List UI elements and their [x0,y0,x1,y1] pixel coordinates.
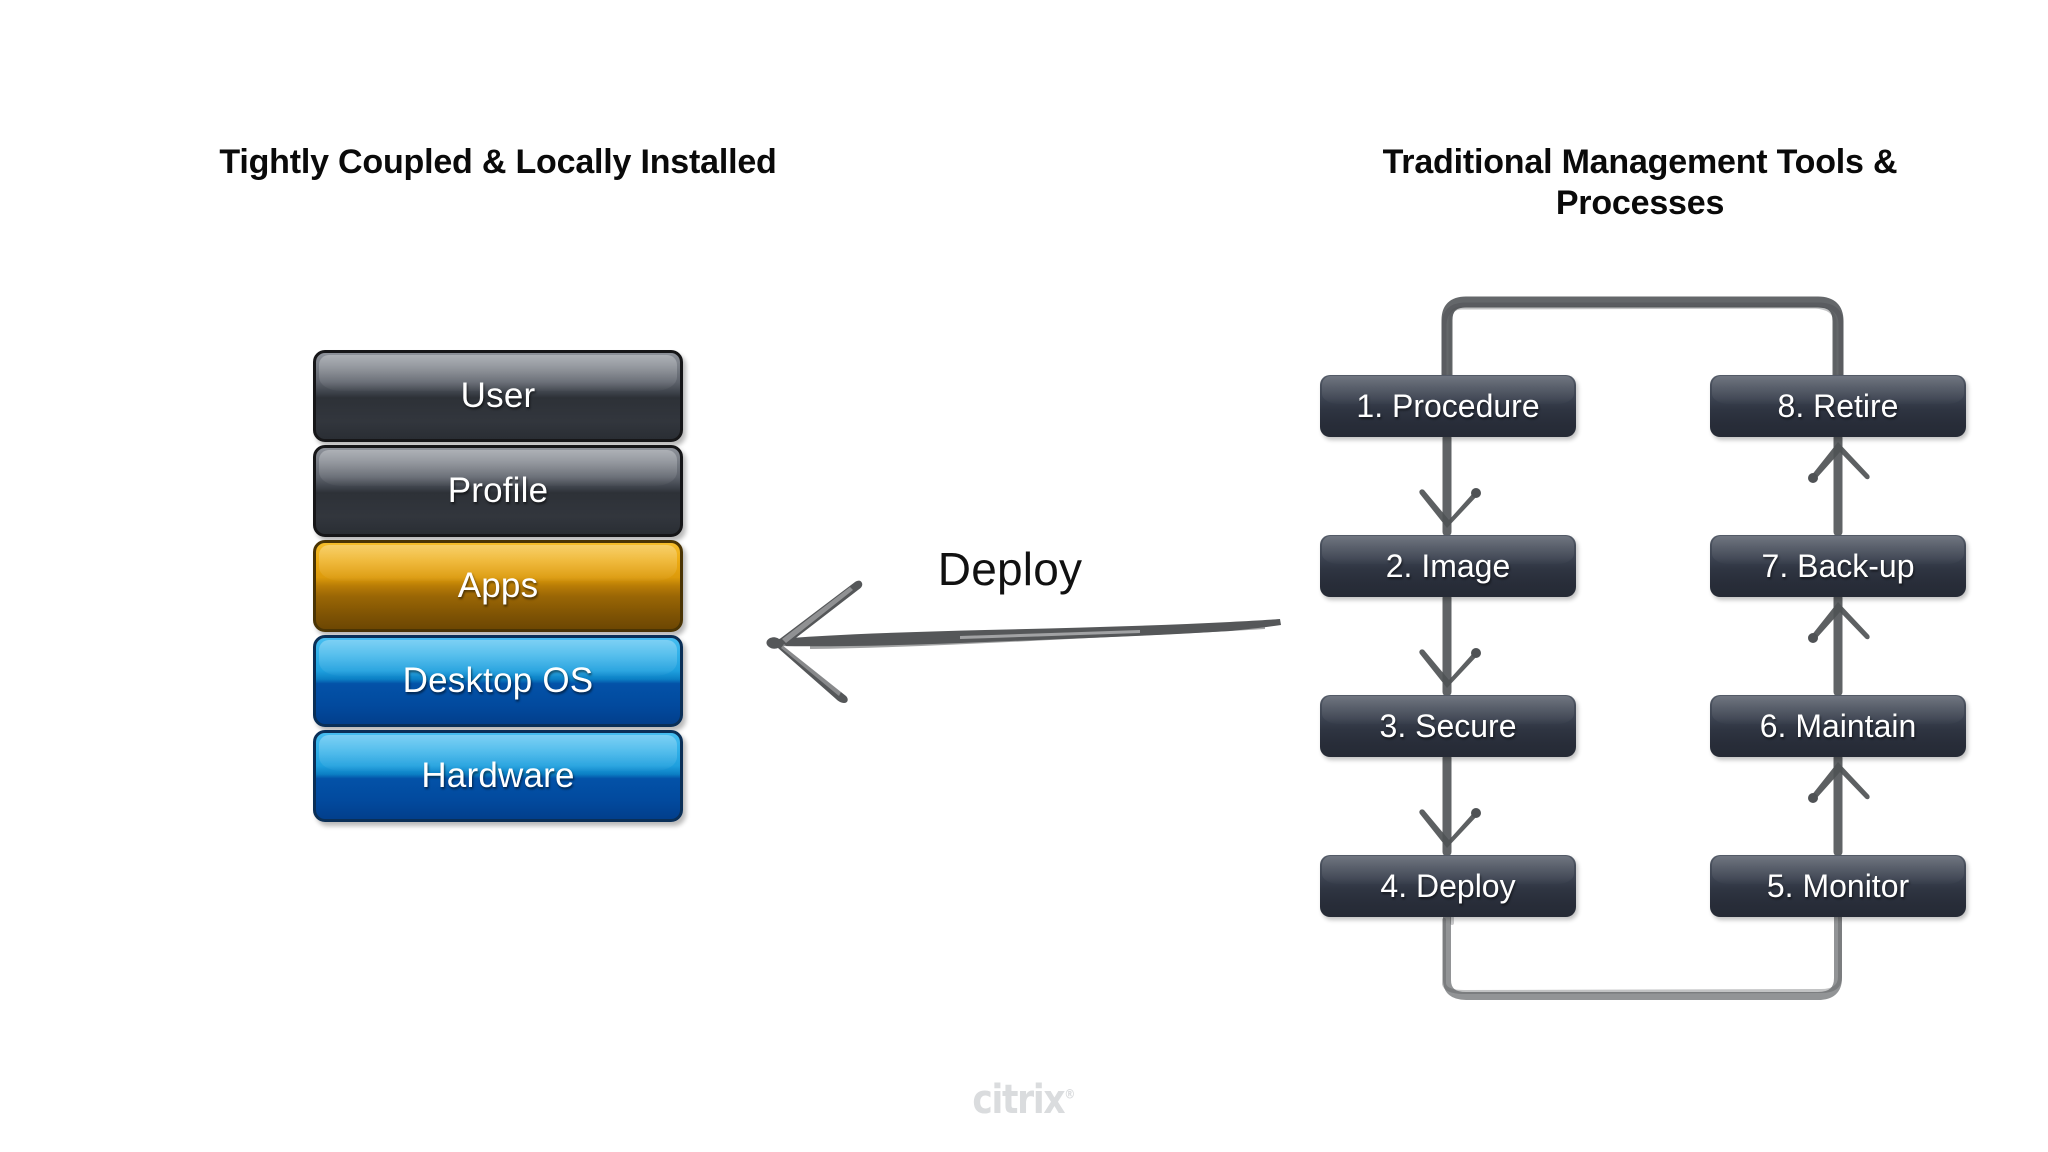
citrix-wordmark: citrix® [972,1077,1075,1123]
lifecycle-step-7-backup[interactable]: 7. Back-up [1710,535,1966,597]
left-section-title: Tightly Coupled & Locally Installed [219,143,777,181]
lifecycle-step-6-maintain[interactable]: 6. Maintain [1710,695,1966,757]
lifecycle-step-label: 3. Secure [1379,707,1517,744]
arrow-up-3 [1808,762,1870,803]
stack-layer-label: User [460,376,536,415]
stack-layer-label: Apps [457,566,539,605]
citrix-wordmark-text: citrix [972,1077,1065,1123]
lifecycle-step-label: 2. Image [1385,547,1511,584]
lifecycle-step-3-secure[interactable]: 3. Secure [1320,695,1576,757]
deploy-connector: Deploy [720,520,1300,710]
stack-layer-label: Hardware [421,756,575,795]
lifecycle-step-label: 1. Procedure [1356,387,1540,424]
lifecycle-loop-icon [1419,296,1870,1000]
arrow-up-2 [1808,602,1870,643]
lifecycle-step-label: 4. Deploy [1380,867,1516,904]
deploy-arrow-icon [766,580,1281,703]
lifecycle-step-label: 7. Back-up [1761,547,1915,584]
lifecycle-step-2-image[interactable]: 2. Image [1320,535,1576,597]
lifecycle-step-8-retire[interactable]: 8. Retire [1710,375,1966,437]
stack-layer-user[interactable]: User [313,350,683,442]
stack-layer-profile[interactable]: Profile [313,445,683,537]
lifecycle-step-label: 6. Maintain [1759,707,1917,744]
trademark-symbol: ® [1064,1087,1076,1103]
stack-layer-hardware[interactable]: Hardware [313,730,683,822]
deploy-label: Deploy [937,543,1083,595]
arrow-down-1 [1419,488,1481,528]
lifecycle-step-1-procedure[interactable]: 1. Procedure [1320,375,1576,437]
stack-layer-apps[interactable]: Apps [313,540,683,632]
lifecycle-step-5-monitor[interactable]: 5. Monitor [1710,855,1966,917]
lifecycle-step-label: 8. Retire [1777,387,1899,424]
arrow-up-1 [1808,442,1870,483]
citrix-logo: citrix® [0,1077,2048,1123]
right-section-title: Traditional Management Tools & Processes [1382,143,1898,223]
stack-layer-desktop-os[interactable]: Desktop OS [313,635,683,727]
desktop-stack: User Profile Apps Desktop OS Hardware [313,350,683,825]
lifecycle-step-4-deploy[interactable]: 4. Deploy [1320,855,1576,917]
arrow-down-3 [1419,808,1481,848]
stack-layer-label: Profile [447,471,549,510]
lifecycle-diagram: 1. Procedure 2. Image 3. Secure 4. Deplo… [1290,280,1990,1010]
arrow-down-2 [1419,648,1481,688]
stack-layer-label: Desktop OS [402,661,594,700]
lifecycle-step-label: 5. Monitor [1766,867,1910,904]
